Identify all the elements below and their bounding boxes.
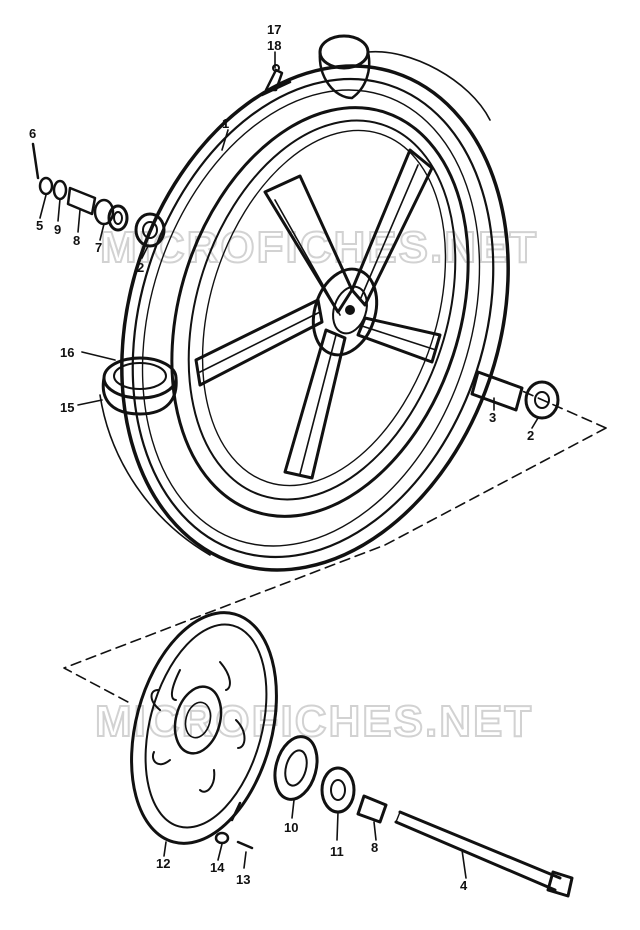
- callout-8-bottom: 8: [371, 840, 378, 855]
- leader-lines: [39, 51, 539, 879]
- tire-section-left: [99, 356, 211, 556]
- callout-7: 7: [95, 240, 102, 255]
- callout-2-right: 2: [527, 428, 534, 443]
- callout-14: 14: [210, 860, 225, 875]
- callout-9: 9: [54, 222, 61, 237]
- tire-section-top: [318, 34, 491, 121]
- cotter-pin: [31, 142, 40, 180]
- watermark-top: MICROFICHES.NET: [100, 223, 538, 272]
- front-axle: [394, 810, 574, 898]
- bearing: [134, 212, 166, 248]
- spacer: [66, 186, 97, 216]
- air-valve: [260, 64, 292, 97]
- callout-8-top: 8: [73, 233, 80, 248]
- bearing: [524, 380, 560, 420]
- bolt-washer: [214, 831, 230, 845]
- callout-10: 10: [284, 820, 298, 835]
- bolt: [230, 801, 254, 850]
- callout-12: 12: [156, 856, 170, 871]
- callout-2-top: 2: [137, 260, 144, 275]
- gearbox: [320, 766, 356, 814]
- washer: [52, 179, 68, 201]
- callout-13: 13: [236, 872, 250, 887]
- reference-plane: [63, 389, 607, 703]
- callout-18: 18: [267, 38, 281, 53]
- callout-5: 5: [36, 218, 43, 233]
- spokes: [194, 148, 442, 480]
- rim: [170, 106, 470, 518]
- callout-11: 11: [330, 844, 344, 859]
- callout-16: 16: [60, 345, 74, 360]
- spacer: [356, 794, 388, 824]
- callout-15: 15: [60, 400, 74, 415]
- brake-disc: [130, 611, 278, 845]
- callout-1: 1: [222, 116, 229, 131]
- watermark-bottom: MICROFICHES.NET: [95, 697, 533, 746]
- hub: [311, 267, 379, 357]
- nut: [38, 176, 54, 196]
- right-axle-parts: [470, 370, 560, 420]
- callout-3: 3: [489, 410, 496, 425]
- callout-4: 4: [460, 878, 468, 893]
- oil-seal: [107, 204, 129, 232]
- callout-17: 17: [267, 22, 281, 37]
- front-wheel-assembly: [120, 64, 510, 572]
- callout-6: 6: [29, 126, 36, 141]
- callout-labels: 17 18 6 1 5 9 8 7 2 16 15 3 2 10 11 8 12…: [29, 22, 534, 893]
- spacer: [470, 370, 524, 412]
- gear-ring: [273, 735, 319, 801]
- hub-parts-bottom: [214, 735, 388, 850]
